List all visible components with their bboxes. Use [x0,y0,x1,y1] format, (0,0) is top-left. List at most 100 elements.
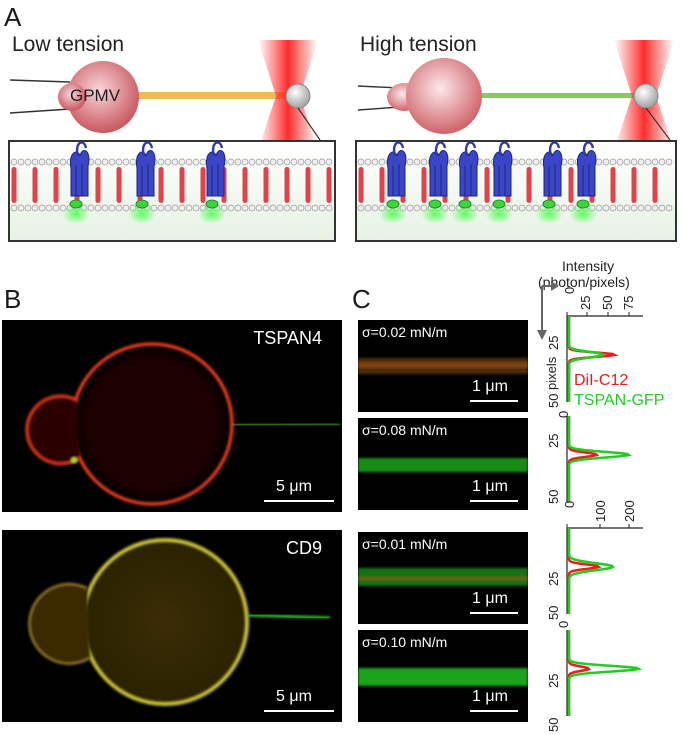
lipid-head [658,158,666,166]
tether-scale-bar-2 [470,500,518,502]
lipid-head [129,158,137,166]
lipid-head [371,158,379,166]
lipid-head [311,158,319,166]
panel-label-c: C [352,284,371,314]
mid-tick-200: 200 [622,500,637,522]
cd9-scale-label: 5 μm [276,688,312,705]
lipid-marker [484,167,490,203]
lipid-head [24,204,32,212]
gpmv-label: GPMV [70,86,121,105]
lipid-head [171,158,179,166]
lipid-head [644,204,652,212]
lipid-head [644,158,652,166]
lipid-head [178,204,186,212]
lipid-head [17,158,25,166]
ytick-50-a: 50 [546,393,561,408]
lipid-head [297,204,305,212]
lipid-head [483,158,491,166]
lipid-head [24,158,32,166]
tetraspanin-protein [421,142,450,224]
lipid-head [108,158,116,166]
lipid-marker [421,167,427,203]
ytick-50-d: 50 [546,717,561,732]
membrane-low-tension [10,142,333,224]
lipid-head [595,158,603,166]
lipid-head [364,204,372,212]
lipid-head [234,158,242,166]
tetraspanin-protein [128,142,157,224]
lipid-head [511,204,519,212]
mid-tick-0: 0 [562,500,577,508]
lipid-head [357,158,365,166]
high-tension-title: High tension [360,33,477,56]
ytick-25-b: 25 [546,433,561,448]
lipid-head [525,204,533,212]
lipid-head [616,204,624,212]
tether-image-1: σ=0.02 mN/m 1 μm [358,320,528,412]
tetraspanin-protein [379,142,408,224]
lipid-head [371,204,379,212]
profile-curve [567,416,632,502]
lipid-head [413,158,421,166]
tether-scale-bar-4 [470,710,518,712]
lipid-marker [526,167,532,203]
lipid-head [234,204,242,212]
tether-scale-label-3: 1 μm [472,590,508,607]
ytick-25-a: 25 [546,335,561,350]
lipid-head [52,204,60,212]
tether-image-3: σ=0.01 mN/m 1 μm [358,532,528,624]
sigma-label-3: σ=0.01 mN/m [362,536,448,552]
legend-dil: DiI-C12 [574,372,629,389]
lipid-head [318,158,326,166]
lipid-head [276,204,284,212]
tetraspanin-protein [451,142,480,224]
lipid-head [290,158,298,166]
low-tension-title: Low tension [12,33,125,56]
lipid-head [185,158,193,166]
lipid-head [171,204,179,212]
lipid-head [248,158,256,166]
lipid-head [378,158,386,166]
tether-image-2: σ=0.08 mN/m 1 μm [358,418,528,510]
lipid-head [406,158,414,166]
tether-scale-label-1: 1 μm [472,378,508,395]
lipid-marker [305,167,311,203]
profile-curve [567,630,643,716]
lipid-marker [631,167,637,203]
lipid-head [637,158,645,166]
lipid-head [178,158,186,166]
intensity-profiles [537,281,643,716]
lipid-head [269,158,277,166]
panel-label-b: B [4,284,22,314]
lipid-head [38,204,46,212]
lipid-head [357,204,365,212]
lipid-marker [652,167,658,203]
tether-scale-label-2: 1 μm [472,478,508,495]
lipid-head [651,158,659,166]
lipid-head [262,158,270,166]
lipid-head [630,158,638,166]
lipid-head [290,204,298,212]
profile-curve [567,528,615,614]
lipid-head [311,204,319,212]
pixels-label: pixels [544,356,559,390]
top-tick-0: 0 [562,286,577,294]
lipid-head [283,204,291,212]
lipid-head [532,158,540,166]
lipid-head [269,204,277,212]
lipid-head [199,158,207,166]
cd9-label: CD9 [285,538,322,558]
membrane-high-tension [357,142,673,224]
lipid-head [10,158,18,166]
tspan4-scale-bar [264,500,334,502]
mid-tick-100: 100 [593,500,608,522]
lipid-marker [284,167,290,203]
lipid-head [325,204,333,212]
lipid-head [518,204,526,212]
panel-label-a: A [4,2,22,32]
lipid-head [623,204,631,212]
lipid-head [420,158,428,166]
lipid-head [101,158,109,166]
lipid-head [255,204,263,212]
lipid-head [616,158,624,166]
